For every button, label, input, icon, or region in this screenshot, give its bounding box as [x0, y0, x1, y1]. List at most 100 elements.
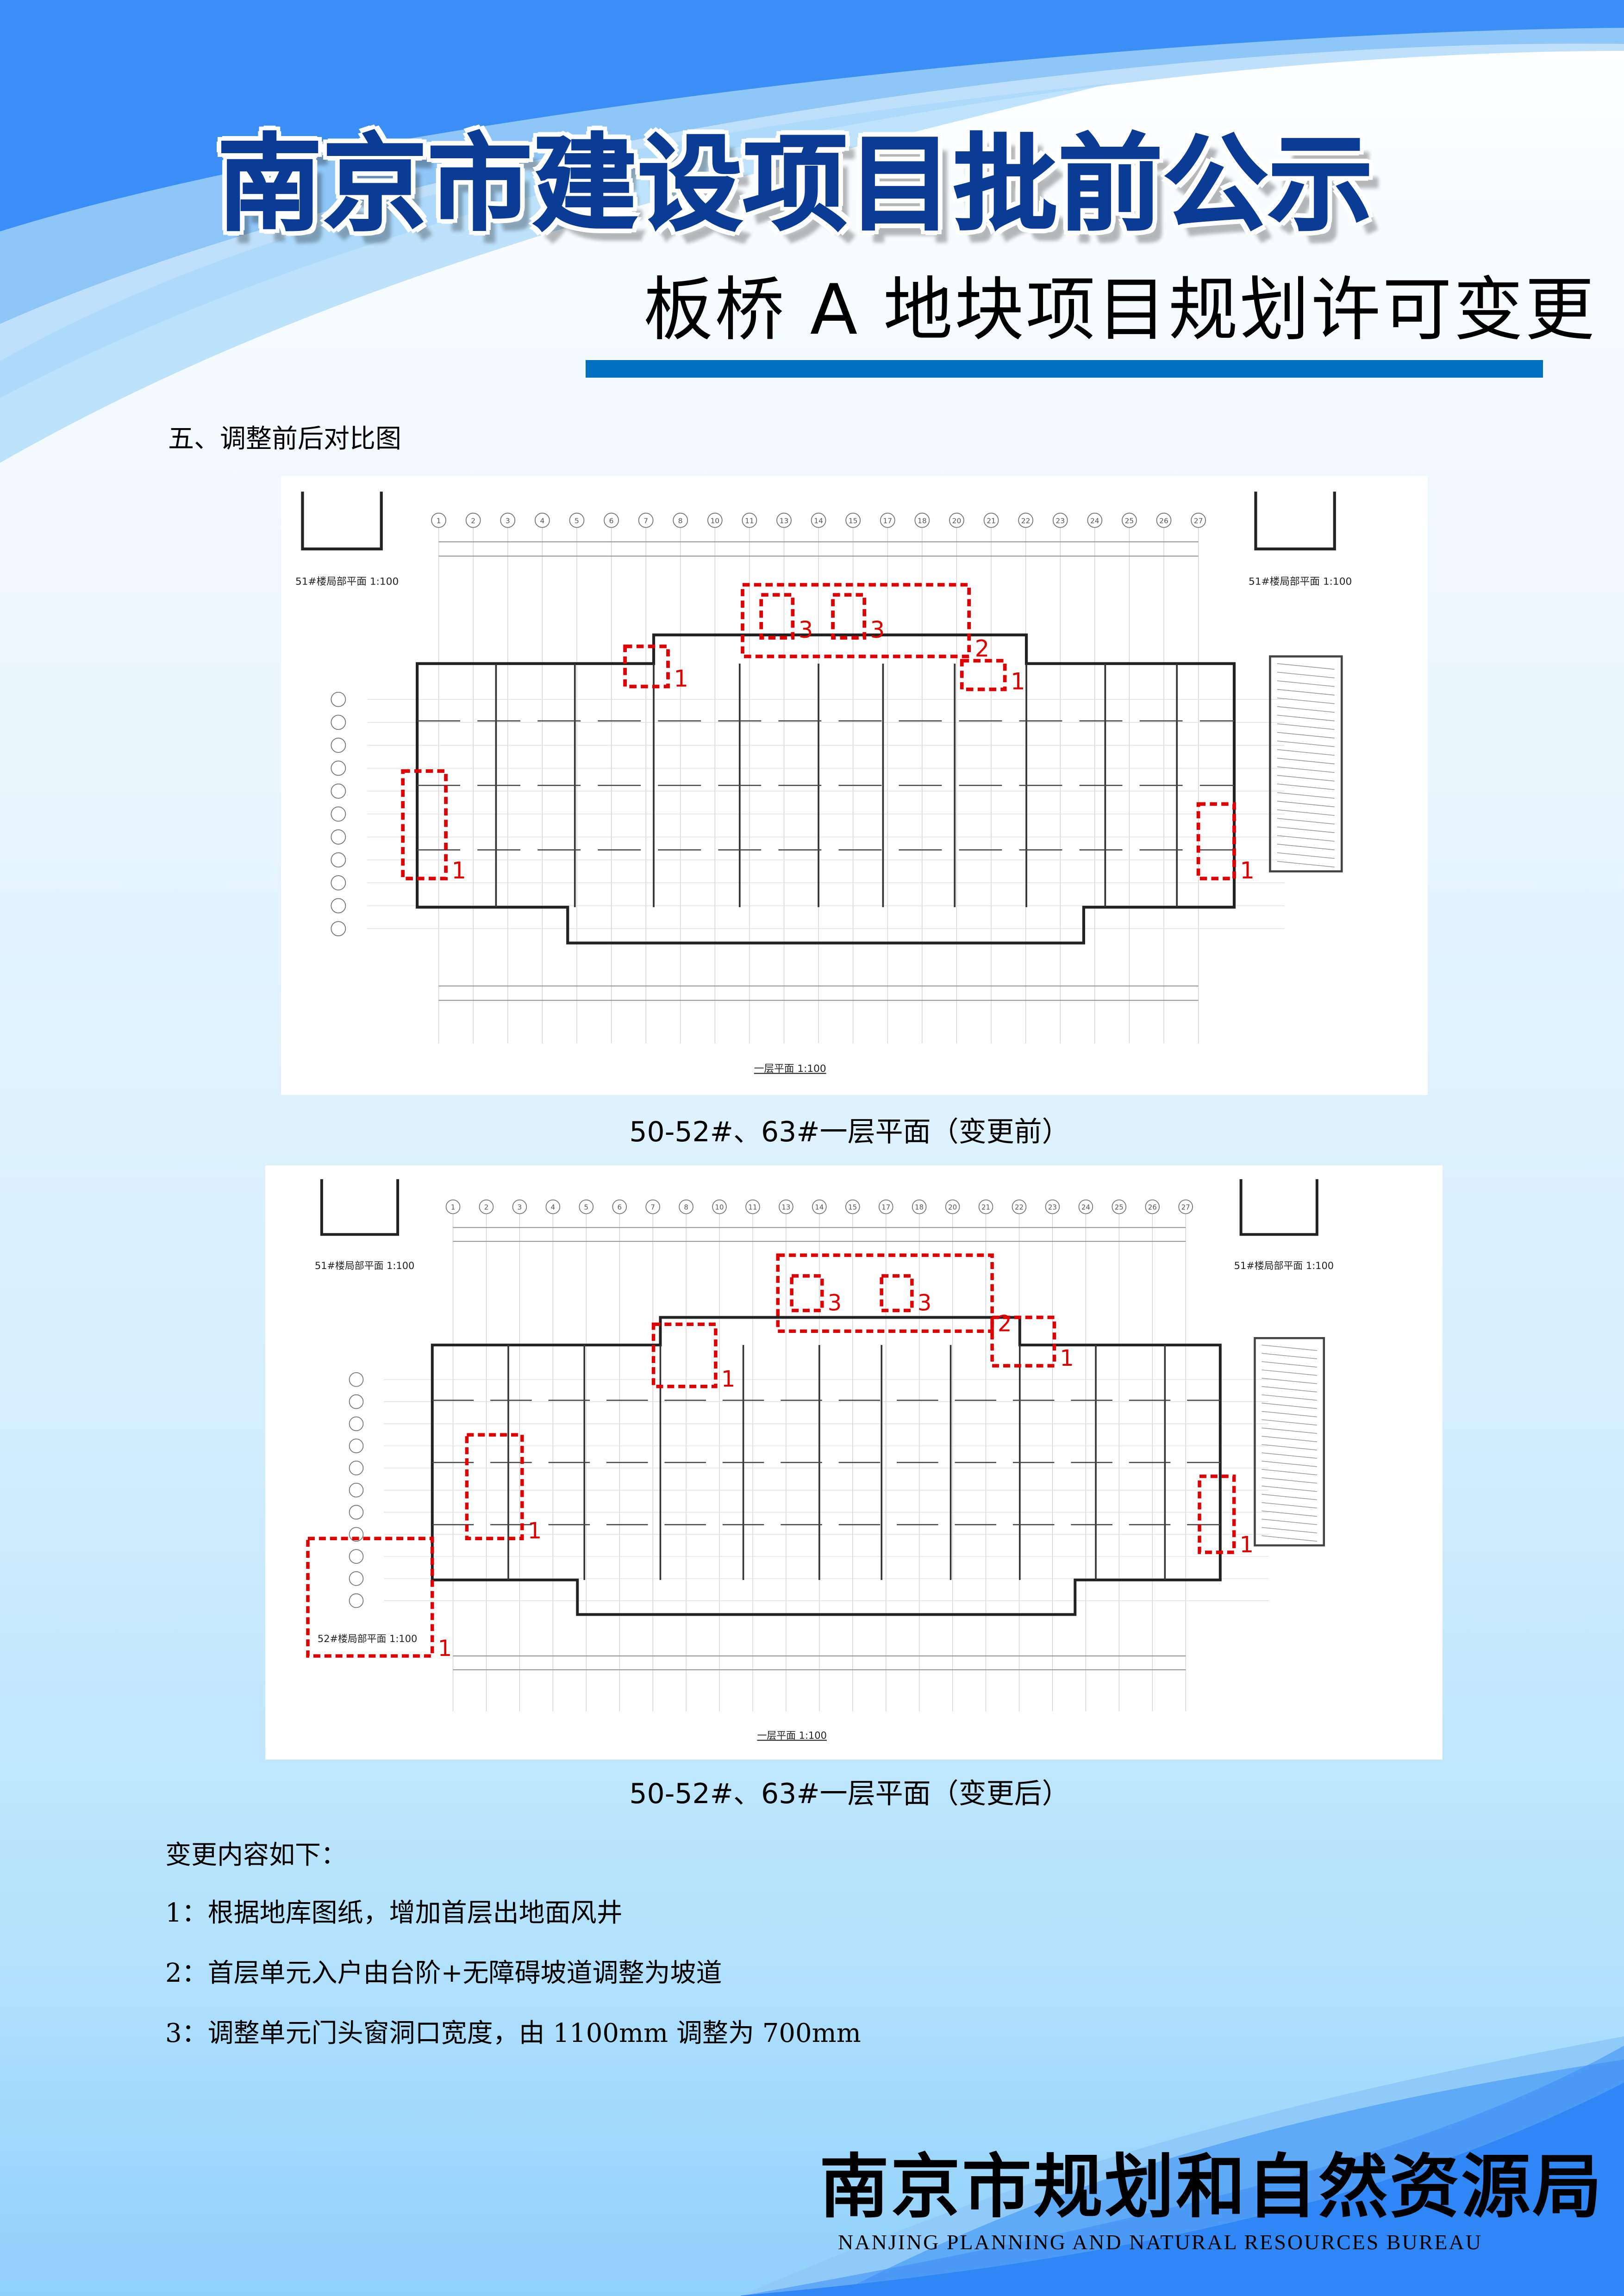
axis-bubble	[949, 512, 964, 528]
stair-hatch	[1262, 1344, 1317, 1351]
left-detail-inset	[320, 1179, 400, 1236]
row-axis-bubble	[349, 1549, 364, 1564]
stair-hatch	[1262, 1486, 1317, 1492]
stair-hatch	[1262, 1527, 1317, 1534]
section-heading: 五、调整前后对比图	[168, 424, 401, 454]
axis-bubble	[638, 512, 654, 528]
stair-hatch	[1262, 1436, 1317, 1442]
axis-label: 26	[1148, 1203, 1157, 1212]
axis-bubble	[707, 512, 723, 528]
stair-hatch	[1277, 861, 1335, 868]
axis-bubble	[465, 512, 481, 528]
axis-bubble	[1052, 512, 1068, 528]
axis-label: 8	[678, 516, 683, 525]
axis-bubble	[1087, 512, 1103, 528]
change-marker-number: 1	[528, 1518, 542, 1544]
axis-label: 27	[1181, 1203, 1190, 1212]
extra-detail-label: 52#楼局部平面 1:100	[318, 1633, 417, 1644]
change-markup-box	[880, 1274, 914, 1313]
axis-bubble	[545, 1199, 561, 1214]
caption-before: 50-52#、63#一层平面（变更前）	[629, 1116, 1070, 1148]
change-marker-number: 1	[674, 665, 688, 692]
change-markup-box	[1196, 802, 1236, 881]
axis-label: 18	[915, 1203, 924, 1212]
stair-hatch	[1277, 827, 1335, 833]
stair-hatch	[1277, 835, 1335, 842]
caption-after: 50-52#、63#一层平面（变更后）	[629, 1778, 1070, 1810]
row-axis-bubble	[349, 1416, 364, 1431]
axis-bubble	[811, 512, 826, 528]
axis-label: 13	[780, 516, 789, 525]
row-axis-bubble	[349, 1593, 364, 1608]
stair-hatch	[1277, 844, 1335, 851]
change-marker-number: 3	[799, 616, 813, 643]
axis-label: 11	[748, 1203, 757, 1212]
stair-hatch	[1262, 1461, 1317, 1467]
axis-bubble	[604, 512, 619, 528]
axis-bubble	[579, 1199, 594, 1214]
axis-bubble	[445, 1199, 461, 1214]
axis-label: 23	[1056, 516, 1065, 525]
row-axis-bubble	[331, 898, 346, 914]
axis-bubble	[1012, 1199, 1027, 1214]
row-axis-bubble	[331, 875, 346, 890]
axis-label: 17	[883, 516, 892, 525]
change-markup-box	[831, 593, 867, 640]
axis-bubble	[1078, 1199, 1093, 1214]
change-marker-number: 1	[1240, 1532, 1254, 1558]
row-axis-bubble	[331, 921, 346, 937]
change-marker-number: 1	[1060, 1346, 1074, 1371]
stair-shaft	[1254, 1337, 1325, 1547]
axis-label: 20	[952, 516, 962, 525]
left-detail-inset	[301, 492, 383, 551]
axis-label: 10	[710, 516, 719, 525]
axis-bubble	[745, 1199, 760, 1214]
change-marker-number: 1	[438, 1636, 452, 1661]
stair-hatch	[1277, 697, 1335, 704]
axis-bubble	[1191, 512, 1206, 528]
stair-hatch	[1262, 1386, 1317, 1393]
axis-bubble	[983, 512, 999, 528]
axis-bubble	[645, 1199, 660, 1214]
stair-hatch	[1262, 1411, 1317, 1418]
axis-label: 6	[609, 516, 614, 525]
left-detail-label: 51#楼局部平面 1:100	[295, 576, 399, 588]
change-markup-box	[465, 1433, 524, 1540]
change-marker-number: 2	[975, 635, 990, 662]
axis-label: 15	[849, 516, 858, 525]
axis-label: 22	[1021, 516, 1031, 525]
stair-hatch	[1262, 1502, 1317, 1509]
axis-label: 21	[987, 516, 996, 525]
stair-hatch	[1277, 801, 1335, 808]
axis-label: 1	[451, 1203, 456, 1212]
right-detail-inset	[1254, 492, 1336, 551]
right-detail-label: 51#楼局部平面 1:100	[1249, 576, 1352, 588]
change-markup-box	[1198, 1475, 1236, 1554]
row-axis-bubble	[349, 1372, 364, 1387]
axis-label: 7	[650, 1203, 655, 1212]
stair-hatch	[1277, 766, 1335, 773]
stair-hatch	[1277, 809, 1335, 816]
stair-hatch	[1277, 758, 1335, 765]
note-item-3: 3：调整单元门头窗洞口宽度，由 1100mm 调整为 700mm	[165, 2018, 861, 2048]
building-outline	[416, 633, 1236, 945]
axis-bubble	[1018, 512, 1034, 528]
axis-bubble	[742, 512, 757, 528]
axis-bubble	[845, 1199, 860, 1214]
axis-bubble	[512, 1199, 527, 1214]
project-subtitle: 板桥 A 地块项目规划许可变更	[643, 270, 1596, 350]
axis-bubble	[812, 1199, 827, 1214]
axis-label: 3	[506, 516, 510, 525]
change-marker-number: 1	[1240, 857, 1255, 884]
axis-label: 14	[814, 516, 823, 525]
change-marker-number: 2	[998, 1311, 1012, 1337]
stair-hatch	[1262, 1469, 1317, 1475]
change-markup-box	[776, 1253, 994, 1333]
stair-hatch	[1262, 1477, 1317, 1484]
axis-bubble	[978, 1199, 993, 1214]
axis-bubble	[878, 1199, 893, 1214]
note-item-2: 2：首层单元入户由台阶+无障碍坡道调整为坡道	[165, 1958, 722, 1988]
axis-label: 15	[848, 1203, 857, 1212]
